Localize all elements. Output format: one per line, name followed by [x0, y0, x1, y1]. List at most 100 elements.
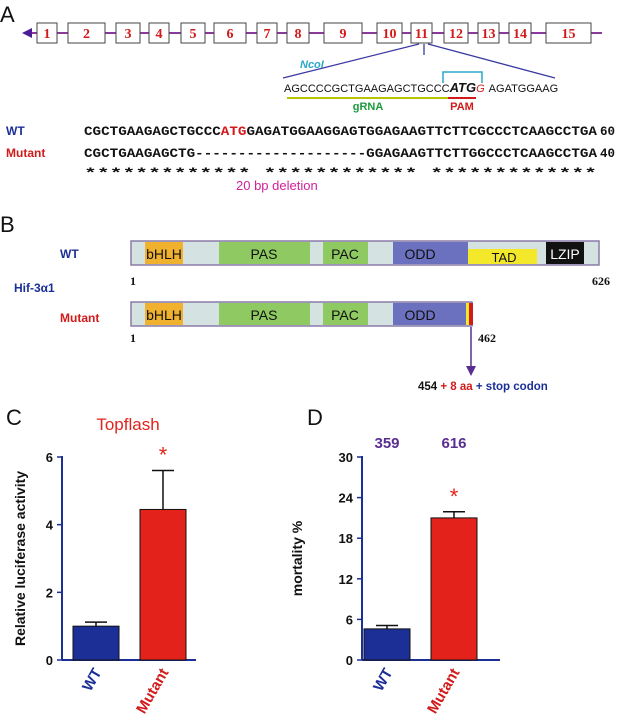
truncation-note-b: + 8 aa — [440, 381, 473, 393]
y-tick-label: 30 — [339, 450, 353, 465]
exon-label: 11 — [415, 27, 428, 42]
x-tick-label: Mutant — [133, 665, 172, 716]
exon-label: 5 — [190, 27, 197, 42]
significance-star: * — [159, 443, 168, 468]
truncation-arrow-icon — [466, 366, 476, 376]
exon-label: 9 — [340, 27, 347, 42]
pam-label: PAM — [450, 101, 474, 113]
exon-box — [323, 22, 363, 44]
y-tick-label: 6 — [46, 450, 53, 465]
domain-mut-odd-label: ODD — [404, 307, 435, 323]
protein-name: Hif-3α1 — [14, 281, 55, 295]
exon-box — [256, 22, 278, 44]
mutant-sequence: CGCTGAAGAGCTG--------------------GGAGAAG… — [84, 147, 598, 161]
exon-box — [67, 22, 106, 44]
y-axis-label: Relative luciferase activity — [12, 471, 28, 646]
target-seq-post: AGATGGAAG — [489, 83, 558, 95]
exon-label: 8 — [295, 27, 302, 42]
bar-mutant — [139, 508, 187, 661]
protein-mut-start: 1 — [130, 331, 136, 345]
x-tick-label: Mutant — [424, 665, 463, 716]
panel-label-b: B — [0, 212, 15, 237]
wt-seq-atg: ATG — [221, 125, 247, 139]
protein-mutant-label: Mutant — [60, 311, 99, 325]
zoom-line-left — [282, 43, 420, 79]
domain-mut-pac — [323, 303, 368, 325]
exon-label: 4 — [156, 27, 163, 42]
protein-wt-end: 626 — [592, 274, 610, 288]
truncation-note-a: 454 — [418, 381, 438, 393]
domain-wt-pas-label: PAS — [251, 246, 278, 262]
exon-label: 3 — [125, 27, 132, 42]
y-tick-label: 6 — [346, 612, 353, 627]
domain-mut-pac-label: PAC — [331, 307, 359, 323]
exon-box — [508, 22, 532, 44]
align-wt-label: WT — [6, 124, 25, 138]
deletion-label: 20 bp deletion — [236, 178, 318, 193]
domain-wt-bhlh — [145, 242, 183, 264]
exon-box — [443, 22, 469, 44]
domain-mut-pas-label: PAS — [251, 307, 278, 323]
domain-wt-pac — [323, 242, 368, 264]
panel-label-c: C — [6, 405, 22, 430]
domain-wt-pac-label: PAC — [331, 246, 359, 262]
y-tick-label: 24 — [339, 491, 354, 506]
truncation-note: 454 + 8 aa + stop codon — [418, 381, 548, 393]
y-tick-label: 2 — [46, 585, 53, 600]
sample-count: 359 — [374, 435, 399, 452]
y-tick-label: 4 — [46, 518, 54, 533]
mutant-extra-aa — [466, 303, 469, 325]
protein-wt-start: 1 — [130, 274, 136, 288]
exon-label: 12 — [449, 27, 463, 42]
bar-wt — [72, 625, 120, 661]
x-tick-label: WT — [79, 666, 105, 695]
conservation-stars: ************* ************ ************* — [84, 167, 597, 181]
y-axis-label: mortality % — [289, 520, 305, 596]
zoom-line-right — [427, 43, 556, 79]
mutant-seq-count: 40 — [600, 147, 615, 161]
bar-mutant — [430, 517, 478, 661]
wt-seq-count: 60 — [600, 125, 615, 139]
panel-label-a: A — [0, 2, 15, 27]
domain-wt-odd-label: ODD — [404, 246, 435, 262]
truncation-note-c: + stop codon — [476, 381, 548, 393]
ncoi-bracket — [442, 71, 483, 83]
domain-mut-pas — [219, 303, 310, 325]
domain-mut-bhlh — [145, 303, 183, 325]
domain-wt-lzip-label: LZIP — [550, 246, 580, 262]
domain-wt-pas — [219, 242, 310, 264]
gene-arrow-icon — [22, 28, 32, 38]
significance-star: * — [450, 484, 459, 509]
exon-label: 13 — [482, 27, 496, 42]
bar-wt — [363, 628, 411, 661]
y-tick-label: 18 — [339, 531, 353, 546]
chart-c-title: Topflash — [96, 415, 159, 434]
exon-label: 15 — [562, 27, 576, 42]
grna-label: gRNA — [353, 101, 384, 113]
exon-box — [36, 22, 58, 44]
domain-wt-bhlh-label: bHLH — [146, 246, 182, 262]
exon-label: 14 — [513, 27, 527, 42]
exon-label: 6 — [227, 27, 234, 42]
target-seq-pre: AGCCCCGCTGAAGAGCTGCCC — [284, 83, 450, 95]
exon-box — [286, 22, 310, 44]
exon-label: 1 — [44, 27, 51, 42]
exon-box — [148, 22, 170, 44]
y-tick-label: 12 — [339, 572, 353, 587]
target-seq-g: G — [476, 83, 485, 95]
y-tick-label: 0 — [46, 653, 53, 668]
domain-mut-odd — [393, 303, 466, 325]
exon-box — [213, 22, 247, 44]
mutant-stop-codon — [469, 303, 473, 325]
sample-count: 616 — [441, 435, 466, 452]
exon-box — [115, 22, 141, 44]
ncoi-label: NcoI — [300, 59, 325, 71]
x-tick-label: WT — [370, 666, 396, 695]
exon-label: 2 — [83, 27, 90, 42]
align-mutant-label: Mutant — [6, 146, 45, 160]
exon-box — [410, 22, 433, 44]
